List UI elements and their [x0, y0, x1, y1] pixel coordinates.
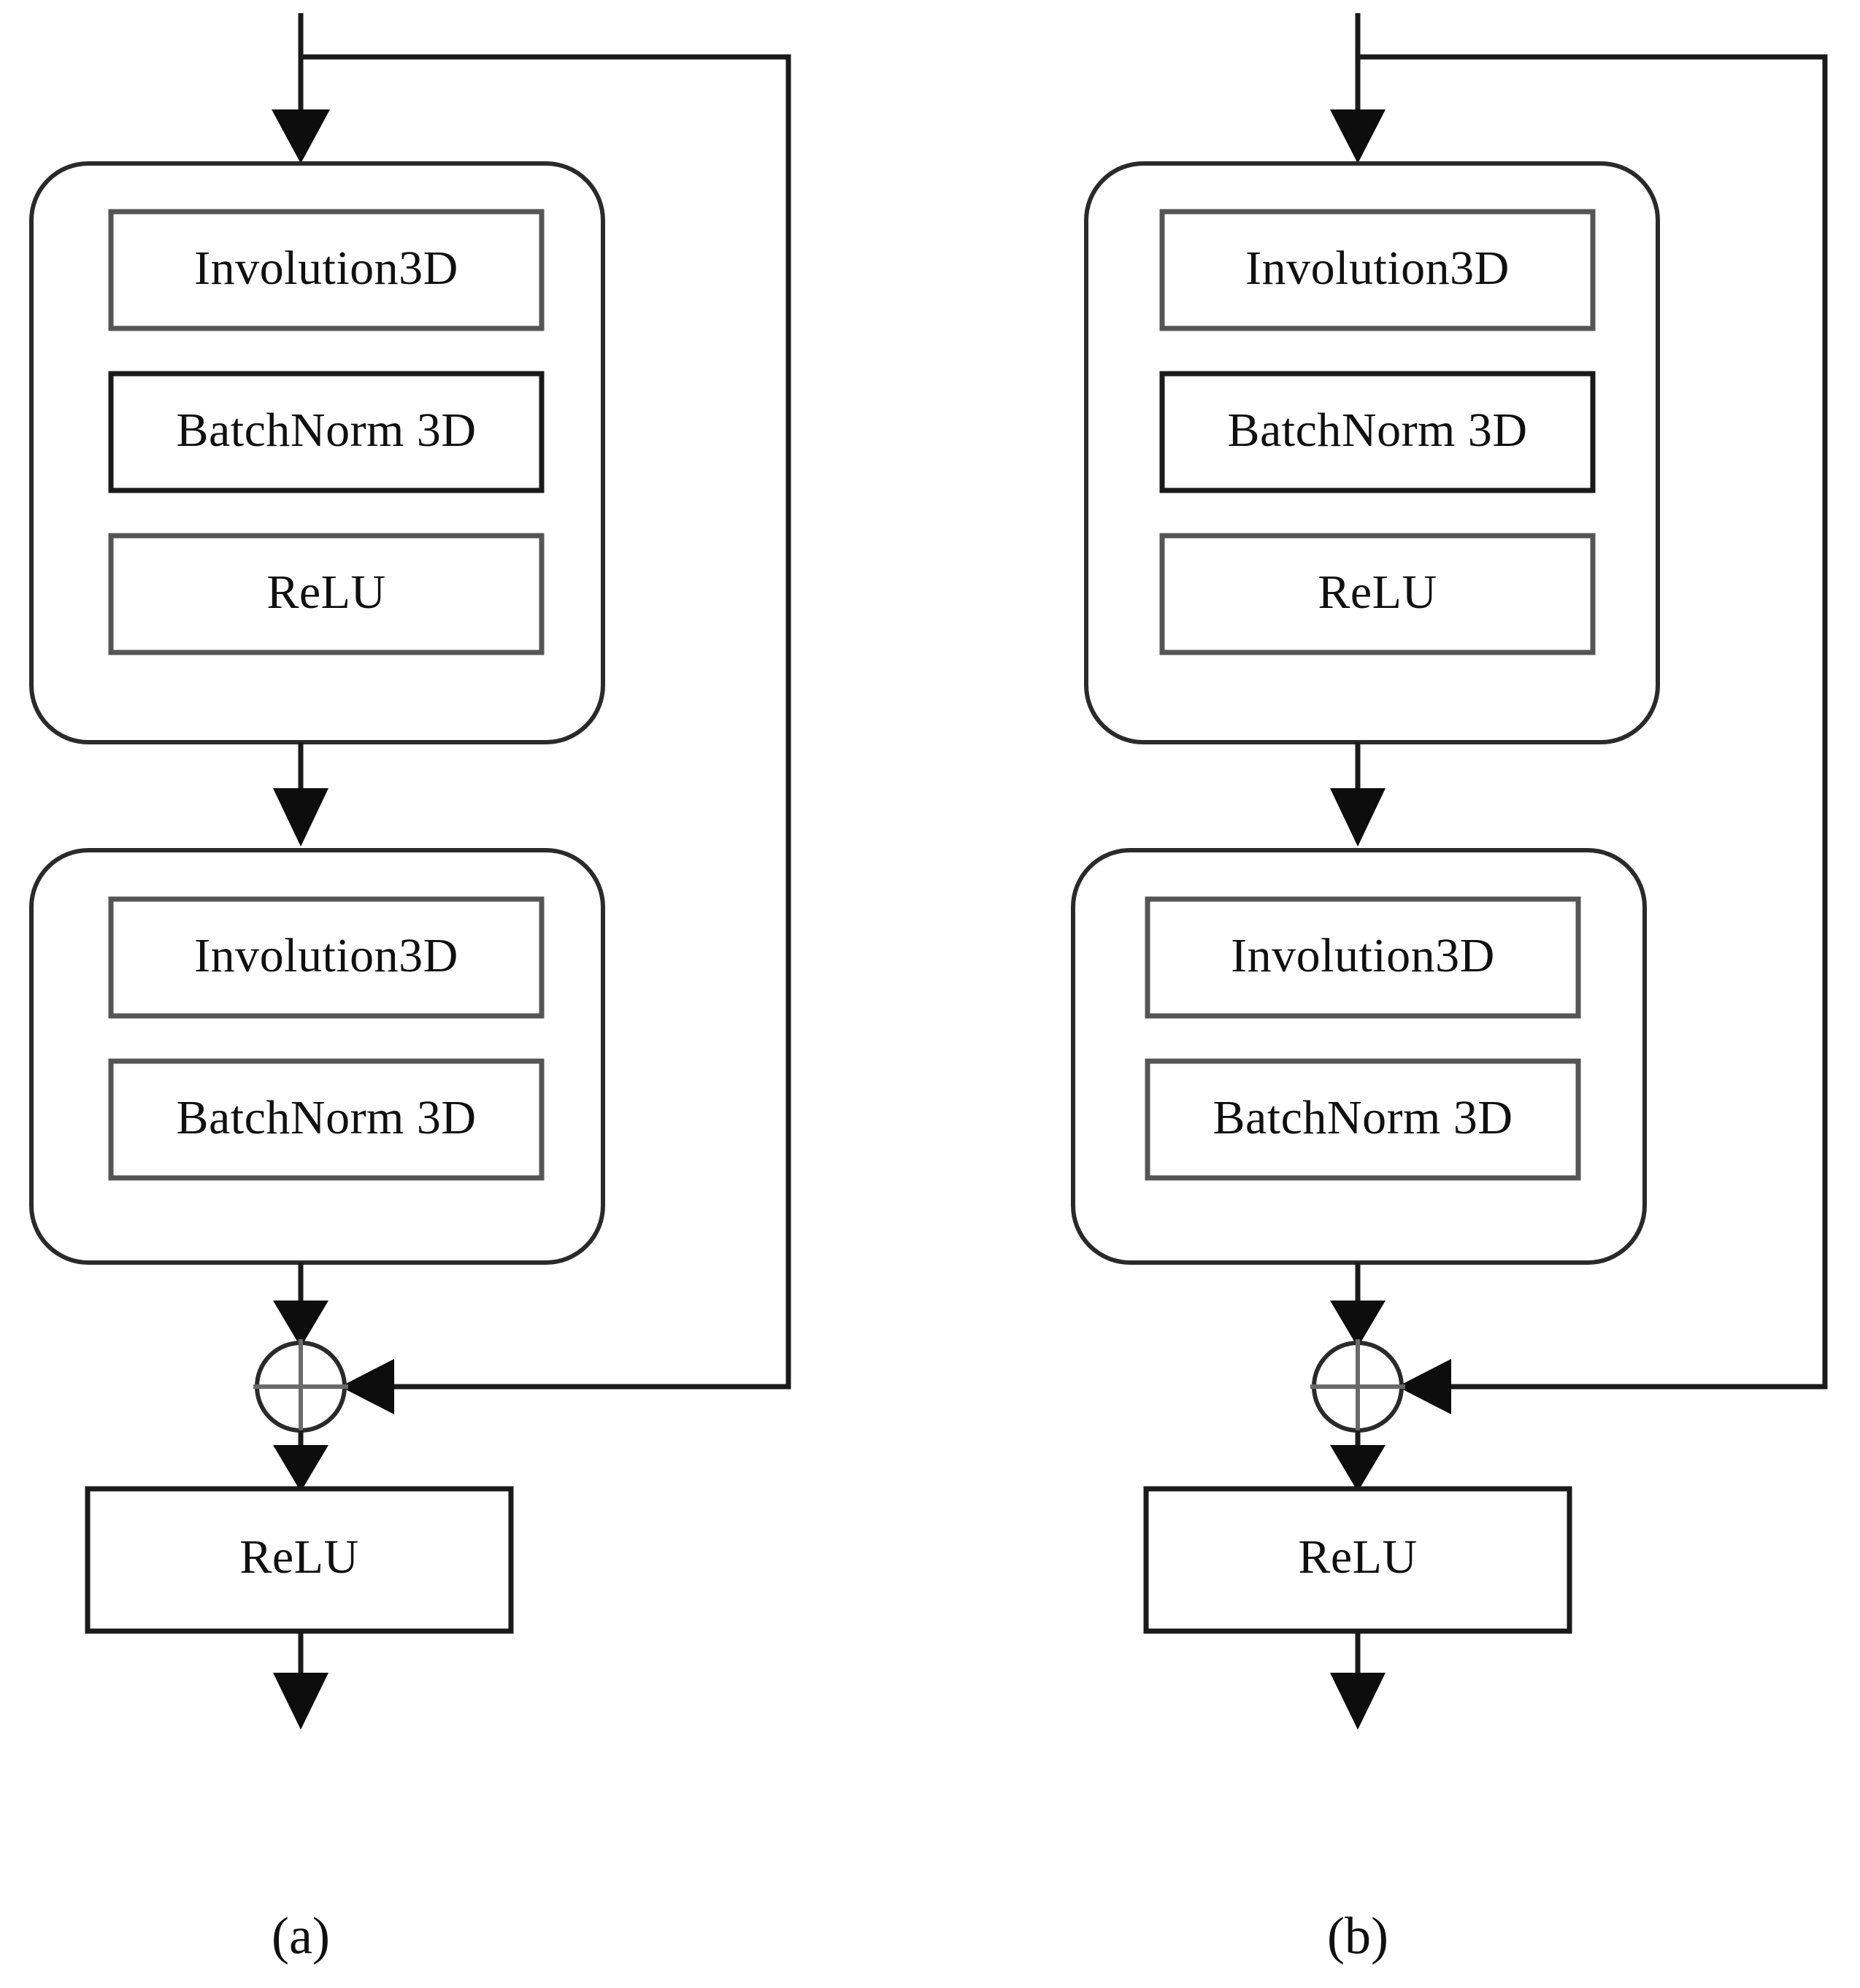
- layer-box-relu-b1: [1159, 533, 1596, 655]
- arrowhead-group1-group2-b: [1330, 788, 1386, 847]
- output-box-relu-a: [85, 1486, 514, 1634]
- arrowhead-output-b: [1330, 1673, 1386, 1730]
- layer-label-involution3d-a1: Involution3D: [194, 242, 458, 295]
- arrowhead-skip-a: [340, 1359, 394, 1414]
- panel-b: Involution3D BatchNorm 3D ReLU Involutio…: [1071, 13, 1828, 1965]
- arrowhead-skip-b: [1397, 1359, 1451, 1414]
- panel-a: Involution3D BatchNorm 3D ReLU Involutio…: [29, 13, 791, 1965]
- output-label-relu-b: ReLU: [1298, 1530, 1417, 1584]
- layer-label-involution3d-b1: Involution3D: [1245, 242, 1510, 295]
- layer-box-involution3d-a1: [108, 209, 545, 331]
- arrowhead-input-b: [1330, 109, 1386, 163]
- arrowhead-group1-group2-a: [273, 788, 328, 847]
- layer-label-batchnorm3d-a2: BatchNorm 3D: [176, 1091, 476, 1144]
- arrowhead-input-a: [272, 109, 330, 163]
- layer-box-batchnorm3d-a1: [108, 371, 545, 493]
- layer-box-relu-a1: [108, 533, 545, 655]
- layer-label-relu-a1: ReLU: [266, 566, 385, 619]
- layer-box-involution3d-b2: [1145, 896, 1581, 1019]
- panel-caption-a: (a): [272, 1907, 330, 1965]
- layer-box-batchnorm3d-b1: [1159, 371, 1596, 493]
- arrowhead-group2-merge-b: [1330, 1301, 1386, 1347]
- layer-label-relu-b1: ReLU: [1318, 566, 1437, 619]
- layer-label-involution3d-a2: Involution3D: [194, 929, 458, 982]
- panel-caption-b: (b): [1327, 1907, 1388, 1965]
- output-label-relu-a: ReLU: [239, 1530, 358, 1584]
- layer-label-batchnorm3d-a1: BatchNorm 3D: [176, 404, 476, 457]
- output-box-relu-b: [1143, 1486, 1572, 1634]
- arrowhead-group2-merge-a: [273, 1301, 328, 1347]
- edge-skip-connection-a: [301, 54, 791, 1390]
- layer-box-involution3d-b1: [1159, 209, 1596, 331]
- layer-label-batchnorm3d-b1: BatchNorm 3D: [1227, 404, 1527, 457]
- layer-box-batchnorm3d-b2: [1145, 1058, 1581, 1181]
- layer-label-involution3d-b2: Involution3D: [1231, 929, 1495, 982]
- layer-box-batchnorm3d-a2: [108, 1058, 545, 1181]
- edge-skip-connection-b: [1358, 54, 1828, 1390]
- layer-label-batchnorm3d-b2: BatchNorm 3D: [1213, 1091, 1513, 1144]
- arrowhead-merge-relu-a: [273, 1445, 328, 1492]
- arrowhead-merge-relu-b: [1330, 1445, 1386, 1492]
- arrowhead-output-a: [273, 1673, 328, 1730]
- layer-box-involution3d-a2: [108, 896, 545, 1019]
